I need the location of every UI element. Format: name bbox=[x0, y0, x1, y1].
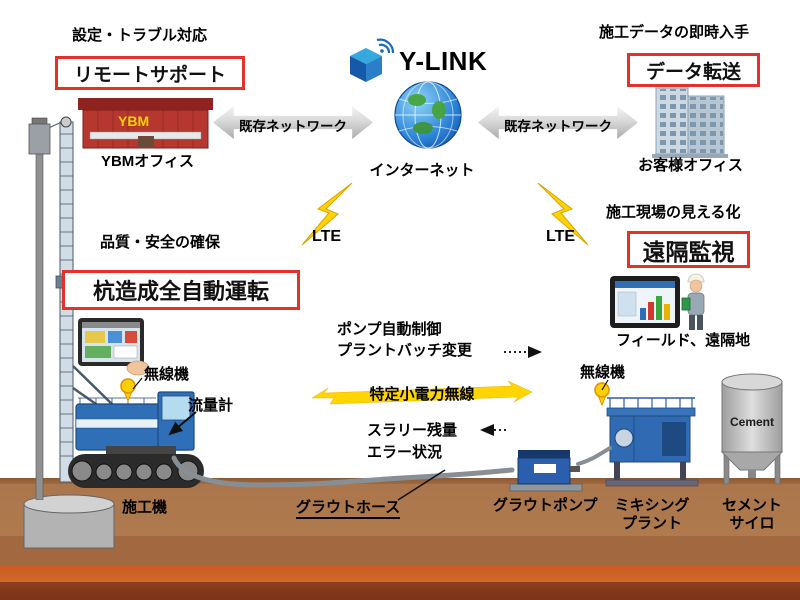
grout-hose-label-text: グラウトホース bbox=[296, 499, 401, 519]
quality-caption: 品質・安全の確保 bbox=[100, 234, 221, 251]
cement-silo-label-line2: サイロ bbox=[729, 515, 775, 532]
radio-pin-left bbox=[120, 378, 136, 402]
ybm-office-building: YBM bbox=[78, 98, 213, 149]
auto-pile-box: 杭造成全自動運転 bbox=[62, 270, 300, 310]
lte-right-label: LTE bbox=[546, 228, 576, 245]
slurry-label: スラリー残量 bbox=[367, 422, 458, 439]
lte-bolt-left bbox=[301, 183, 353, 246]
lte-bolt-right bbox=[537, 183, 589, 246]
pump-control-label: ポンプ自動制御 bbox=[337, 321, 442, 338]
remote-monitoring-box: 遠隔監視 bbox=[627, 231, 750, 268]
cement-silo-label: セメント サイロ bbox=[714, 497, 790, 533]
silo-cement-text: Cement bbox=[730, 415, 774, 429]
customer-office-label: お客様オフィス bbox=[638, 157, 743, 174]
radio-band-label: 特定小電力無線 bbox=[369, 386, 475, 403]
mixing-plant bbox=[605, 397, 699, 487]
batch-change-label: プラントバッチ変更 bbox=[337, 342, 473, 359]
radio-pin-right bbox=[594, 382, 610, 406]
radio-band bbox=[312, 380, 532, 405]
flow-meter-label: 流量計 bbox=[188, 397, 234, 414]
data-transfer-box: データ転送 bbox=[627, 53, 760, 87]
internet-label: インターネット bbox=[369, 162, 475, 179]
data-transfer-caption: 施工データの即時入手 bbox=[599, 24, 750, 41]
radio-right-label: 無線機 bbox=[580, 364, 626, 381]
network-arrow-right-label: 既存ネットワーク bbox=[504, 119, 612, 134]
mixing-plant-label-line1: ミキシング bbox=[614, 497, 690, 514]
construction-machine-label: 施工機 bbox=[122, 499, 168, 516]
grout-hose-label: グラウトホース bbox=[296, 499, 401, 519]
ybm-building-sign: YBM bbox=[118, 113, 149, 129]
internet-globe bbox=[394, 81, 462, 149]
cement-silo: Cement bbox=[720, 373, 784, 485]
remote-monitor-tablet bbox=[610, 273, 705, 330]
error-label: エラー状況 bbox=[367, 444, 443, 461]
remote-support-box: リモートサポート bbox=[55, 56, 245, 90]
visibility-caption: 施工現場の見える化 bbox=[606, 204, 741, 221]
pile bbox=[23, 494, 115, 549]
network-arrow-left-label: 既存ネットワーク bbox=[239, 119, 347, 134]
lte-left-label: LTE bbox=[312, 228, 342, 245]
remote-support-caption: 設定・トラブル対応 bbox=[72, 27, 208, 44]
mixing-plant-label-line2: プラント bbox=[621, 515, 682, 532]
machine-tablet bbox=[78, 318, 150, 376]
radio-left-label: 無線機 bbox=[144, 366, 190, 383]
ybm-office-label: YBMオフィス bbox=[100, 153, 195, 170]
grout-pump bbox=[509, 450, 583, 492]
field-remote-label: フィールド、遠隔地 bbox=[616, 332, 751, 349]
mixing-plant-label: ミキシング プラント bbox=[608, 497, 696, 533]
ylink-logo: Y-LINK bbox=[348, 38, 487, 84]
customer-office-building bbox=[652, 87, 728, 158]
cement-silo-label-line1: セメント bbox=[722, 497, 782, 514]
grout-pump-label: グラウトポンプ bbox=[493, 497, 598, 514]
ylink-logo-icon bbox=[350, 38, 394, 82]
ylink-logo-text: Y-LINK bbox=[399, 45, 488, 76]
